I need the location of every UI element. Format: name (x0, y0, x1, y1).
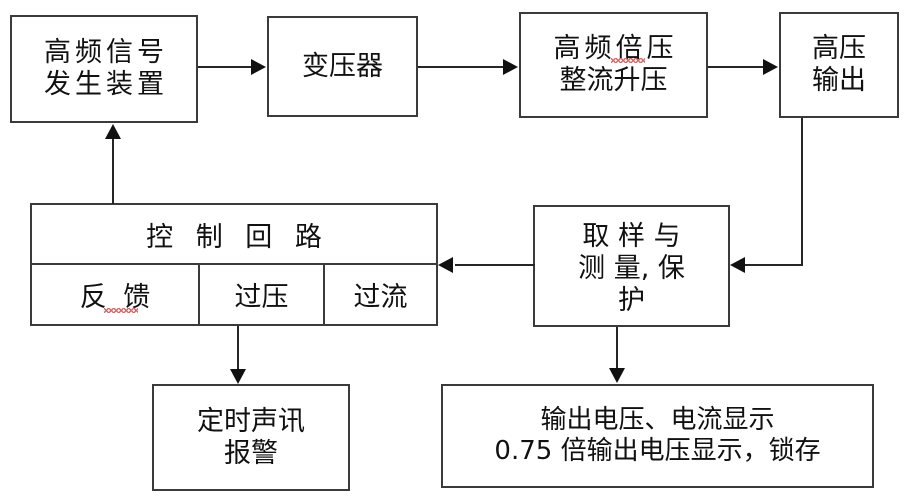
block-hf-signal-generator-line2: 发生装置 (44, 69, 168, 100)
block-hv-output-line2: 输出 (812, 65, 866, 96)
control-cell-feedback: 反 馈 (79, 282, 155, 313)
block-output-display: 输出电压、电流显示 0.75 倍输出电压显示，锁存 (441, 384, 874, 488)
control-cell-overvoltage: 过压 (198, 265, 323, 324)
connector-sampling-to-control (455, 264, 535, 266)
arrowhead-transformer-to-multiplier (503, 59, 518, 75)
block-hf-voltage-multiplier: 高频倍压 整流升压 (519, 12, 708, 118)
block-hf-signal-generator-line1: 高频信号 (44, 37, 168, 69)
block-hf-signal-generator: 高频信号 发生装置 (10, 15, 198, 123)
block-transformer-line1: 变压器 (302, 50, 383, 82)
block-output-display-line2: 0.75 倍输出电压显示，锁存 (494, 436, 821, 466)
connector-multiplier-to-hv-output (708, 66, 764, 68)
block-sampling-measurement-line3: 护 (618, 284, 645, 316)
block-sampling-measurement-line1: 取 样 与 (582, 221, 681, 252)
connector-hv-output-to-sampling (745, 264, 803, 266)
arrowhead-generator-to-transformer (251, 59, 266, 75)
arrowhead-control-to-alarm (230, 369, 246, 384)
control-circuit-cells: 反 馈 过压 过流 (32, 265, 436, 324)
sampling-measurement-text: 取 样 与 测 量, 保 护 (578, 207, 685, 325)
arrowhead-sampling-to-control (438, 257, 453, 273)
block-hv-output-line1: 高压 (812, 33, 866, 65)
spellcheck-squiggle-feedback (104, 308, 138, 313)
arrowhead-control-to-generator (105, 124, 121, 139)
block-control-circuit: 控 制 回 路 反 馈 过压 过流 (30, 203, 438, 326)
block-sampling-measurement-line2: 测 量, 保 (578, 252, 685, 284)
arrowhead-hv-output-to-sampling (730, 257, 745, 273)
block-timed-audio-alarm: 定时声讯 报警 (152, 384, 350, 491)
arrowhead-multiplier-to-hv-output (763, 59, 778, 75)
spellcheck-squiggle-multiplier (611, 58, 645, 63)
arrowhead-sampling-to-display (609, 368, 625, 383)
block-hf-voltage-multiplier-line2: 整流升压 (559, 65, 668, 96)
connector-control-to-alarm (237, 326, 239, 370)
connector-hv-output-down (801, 118, 803, 266)
block-sampling-measurement: 取 样 与 测 量, 保 护 (533, 205, 730, 327)
connector-sampling-to-display (616, 327, 618, 369)
connector-control-to-generator (112, 139, 114, 204)
connector-generator-to-transformer (198, 66, 252, 68)
block-transformer: 变压器 (267, 16, 418, 117)
block-control-circuit-title: 控 制 回 路 (32, 205, 436, 265)
block-timed-audio-alarm-line1: 定时声讯 (197, 405, 305, 437)
block-hv-output: 高压 输出 (779, 12, 899, 118)
control-cell-overcurrent: 过流 (323, 265, 436, 324)
block-timed-audio-alarm-line2: 报警 (224, 437, 278, 469)
block-output-display-line1: 输出电压、电流显示 (540, 405, 775, 436)
connector-transformer-to-multiplier (418, 66, 504, 68)
